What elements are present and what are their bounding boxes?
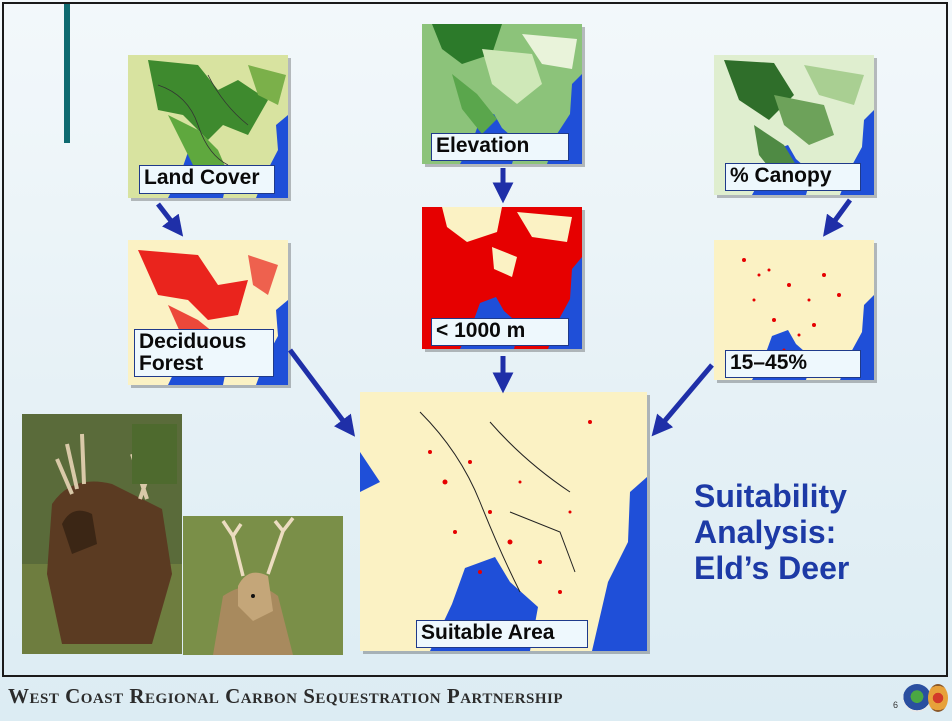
label-canopy-15-45: 15–45% — [725, 350, 861, 378]
label-canopy: % Canopy — [725, 163, 861, 191]
label-elevation: Elevation — [431, 133, 569, 161]
label-deciduous-forest: Deciduous Forest — [134, 329, 274, 377]
slide-title: Suitability Analysis: Eld’s Deer — [694, 478, 850, 586]
state-seal-icon — [928, 684, 948, 712]
page-number: 6 — [893, 700, 899, 710]
deer-photo-1 — [22, 414, 182, 654]
accent-bar — [64, 4, 70, 143]
map-suitable-area — [360, 392, 647, 651]
footer-partnership: West Coast Regional Carbon Sequestration… — [8, 684, 564, 708]
deer-photo-2 — [183, 516, 343, 655]
label-suitable-area: Suitable Area — [416, 620, 588, 648]
doe-seal-icon — [903, 684, 931, 712]
slide-frame — [2, 2, 948, 677]
label-land-cover: Land Cover — [139, 165, 275, 194]
label-under-1000m: < 1000 m — [431, 318, 569, 346]
